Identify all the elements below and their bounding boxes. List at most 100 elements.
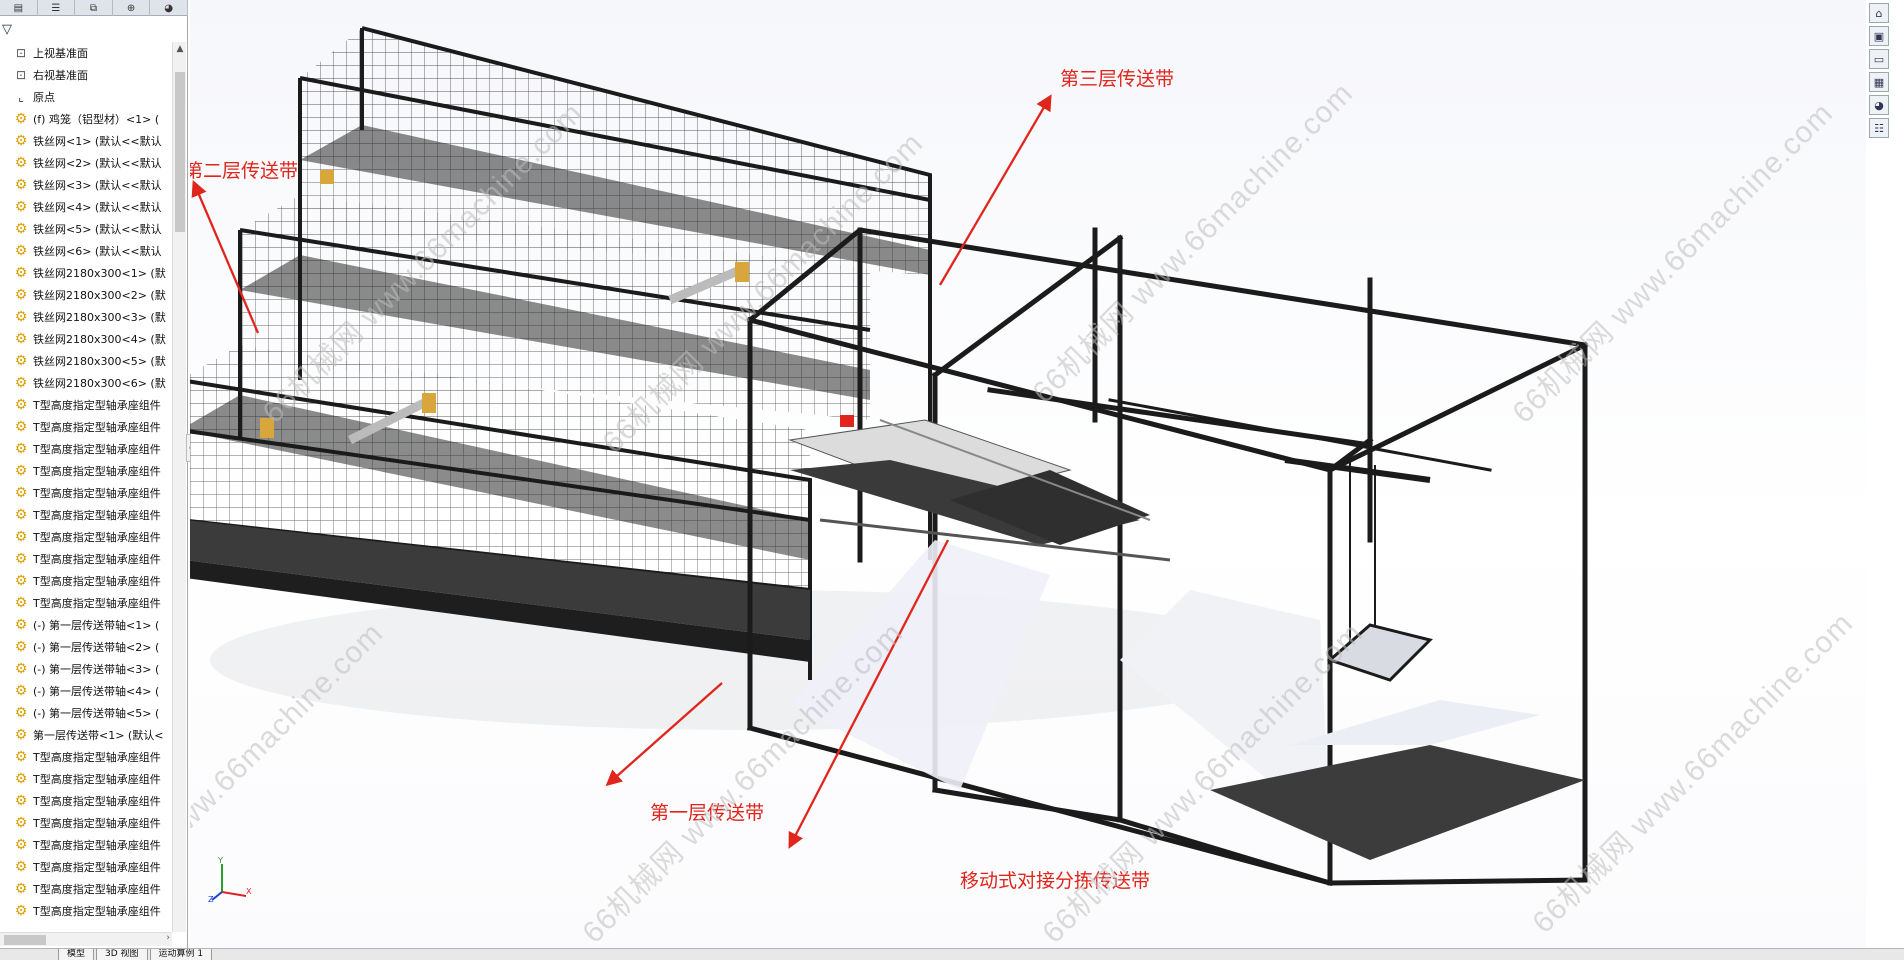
tree-item[interactable]: ⚙(-) 第一层传送带轴<5> ( <box>0 702 172 724</box>
tree-item-label: 上视基准面 <box>33 47 88 60</box>
tree-horizontal-scrollbar[interactable]: › <box>0 932 172 946</box>
tree-item[interactable]: ⚙铁丝网<2> (默认<<默认 <box>0 152 172 174</box>
task-pane-strip: ⌂ ▣ ▭ ▦ ◕ ☷ <box>1868 0 1890 140</box>
scroll-thumb[interactable] <box>175 72 185 232</box>
plane-icon: ⊡ <box>15 46 27 60</box>
tree-item[interactable]: ⚙铁丝网<3> (默认<<默认 <box>0 174 172 196</box>
feature-manager-icon[interactable]: ▤ <box>0 0 38 16</box>
lift-carriage <box>1284 457 1433 682</box>
tree-item-label: 铁丝网<3> (默认<<默认 <box>33 179 162 192</box>
custom-properties-icon[interactable]: ☷ <box>1869 118 1889 138</box>
assembly-component-icon: ⚙ <box>14 727 28 743</box>
tree-item-label: 铁丝网<1> (默认<<默认 <box>33 135 162 148</box>
filter-icon[interactable]: ▽ <box>2 21 12 37</box>
appearance-icon[interactable]: ◕ <box>1869 95 1889 115</box>
display-manager-icon[interactable]: ◕ <box>150 0 188 16</box>
tree-item[interactable]: ⚙铁丝网2180x300<2> (默 <box>0 284 172 306</box>
tree-item[interactable]: ⚙T型高度指定型轴承座组件 <box>0 592 172 614</box>
home-icon[interactable]: ⌂ <box>1869 3 1889 23</box>
feature-manager-toolbar: ▤☰⧉⊕◕ <box>0 0 188 16</box>
assembly-component-icon: ⚙ <box>14 199 28 215</box>
tree-item[interactable]: ⚙T型高度指定型轴承座组件 <box>0 570 172 592</box>
tree-item[interactable]: ⊡ 上视基准面 <box>0 42 172 64</box>
assembly-component-icon: ⚙ <box>14 309 28 325</box>
origin-icon: ⌞ <box>18 90 24 104</box>
tree-item[interactable]: ⚙(-) 第一层传送带轴<4> ( <box>0 680 172 702</box>
tree-item-label: (-) 第一层传送带轴<4> ( <box>33 685 160 698</box>
bottom-tab[interactable]: 模型 <box>58 949 95 960</box>
tree-item[interactable]: ⚙ T型高度指定型轴承座组件 <box>0 394 172 416</box>
tree-item[interactable]: ⚙铁丝网2180x300<5> (默 <box>0 350 172 372</box>
assembly-component-icon: ⚙ <box>14 375 28 391</box>
assembly-component-icon: ⚙ <box>14 837 28 853</box>
bottom-tab[interactable]: 运动算例 1 <box>149 949 213 960</box>
tree-item[interactable]: ⚙铁丝网2180x300<3> (默 <box>0 306 172 328</box>
file-explorer-icon[interactable]: ▭ <box>1869 49 1889 69</box>
coordinate-triad[interactable]: Y X Z <box>208 856 254 902</box>
callout-layer2: 第二层传送带 <box>190 160 299 182</box>
tree-item-label: 右视基准面 <box>33 69 88 82</box>
tree-item[interactable]: ⚙T型高度指定型轴承座组件 <box>0 526 172 548</box>
tree-item-label: T型高度指定型轴承座组件 <box>33 773 161 786</box>
tree-vertical-scrollbar[interactable]: ▲ <box>172 42 186 932</box>
tree-item[interactable]: ⚙(f) 鸡笼（铝型材）<1> ( <box>0 108 172 130</box>
tree-item[interactable]: ⚙(-) 第一层传送带轴<2> ( <box>0 636 172 658</box>
tree-item[interactable]: ⚙ T型高度指定型轴承座组件 <box>0 812 172 834</box>
tree-item[interactable]: ⚙铁丝网2180x300<1> (默 <box>0 262 172 284</box>
dimxpert-icon[interactable]: ⊕ <box>113 0 151 16</box>
assembly-component-icon: ⚙ <box>14 419 28 435</box>
tree-item[interactable]: ⚙铁丝网<6> (默认<<默认 <box>0 240 172 262</box>
bottom-tab[interactable]: 3D 视图 <box>96 949 148 960</box>
hscroll-thumb[interactable] <box>4 935 46 945</box>
tree-item-label: T型高度指定型轴承座组件 <box>33 905 161 918</box>
assembly-component-icon: ⚙ <box>14 397 28 413</box>
view-palette-icon[interactable]: ▦ <box>1869 72 1889 92</box>
graphics-viewport[interactable]: 第三层传送带 第二层传送带 第一层传送带 移动式对接分拣传送带 66机械网 ww… <box>190 0 1866 948</box>
scroll-up-icon[interactable]: ▲ <box>176 44 184 54</box>
tree-item[interactable]: ⊡右视基准面 <box>0 64 172 86</box>
triad-z-label: Z <box>208 895 214 902</box>
tree-item-label: 铁丝网2180x300<1> (默 <box>33 267 166 280</box>
assembly-component-icon: ⚙ <box>14 815 28 831</box>
tree-item[interactable]: ⚙T型高度指定型轴承座组件 <box>0 878 172 900</box>
tree-item-label: 铁丝网2180x300<4> (默 <box>33 333 166 346</box>
tree-item-label: T型高度指定型轴承座组件 <box>33 751 161 764</box>
scroll-right-icon[interactable]: › <box>166 933 170 943</box>
tree-item-label: 铁丝网2180x300<5> (默 <box>33 355 166 368</box>
tree-item[interactable]: ⚙T型高度指定型轴承座组件 <box>0 416 172 438</box>
configuration-manager-icon[interactable]: ⧉ <box>75 0 113 16</box>
tree-item[interactable]: ⚙ T型高度指定型轴承座组件 <box>0 768 172 790</box>
tree-item[interactable]: ⚙第一层传送带<1> (默认< <box>0 724 172 746</box>
tree-item[interactable]: ⚙(-) 第一层传送带轴<1> ( <box>0 614 172 636</box>
tree-item[interactable]: ⚙T型高度指定型轴承座组件 <box>0 900 172 922</box>
tree-item-label: T型高度指定型轴承座组件 <box>33 817 161 830</box>
tree-item[interactable]: ⚙铁丝网<1> (默认<<默认 <box>0 130 172 152</box>
assembly-component-icon: ⚙ <box>14 771 28 787</box>
tree-item-label: T型高度指定型轴承座组件 <box>33 443 161 456</box>
tree-item-label: 铁丝网<6> (默认<<默认 <box>33 245 162 258</box>
assembly-component-icon: ⚙ <box>14 705 28 721</box>
tree-item[interactable]: ⚙T型高度指定型轴承座组件 <box>0 548 172 570</box>
tree-item[interactable]: ⚙铁丝网2180x300<4> (默 <box>0 328 172 350</box>
tree-item[interactable]: ⚙T型高度指定型轴承座组件 <box>0 834 172 856</box>
tree-item[interactable]: ⌞原点 <box>0 86 172 108</box>
tree-item[interactable]: ⚙T型高度指定型轴承座组件 <box>0 482 172 504</box>
tree-item[interactable]: ⚙铁丝网2180x300<6> (默 <box>0 372 172 394</box>
tree-item-label: T型高度指定型轴承座组件 <box>33 597 161 610</box>
tree-item[interactable]: ⚙T型高度指定型轴承座组件 <box>0 438 172 460</box>
tree-item[interactable]: ⚙T型高度指定型轴承座组件 <box>0 746 172 768</box>
tree-item[interactable]: ⚙(-) 第一层传送带轴<3> ( <box>0 658 172 680</box>
tree-item[interactable]: ⚙T型高度指定型轴承座组件 <box>0 790 172 812</box>
resources-icon[interactable]: ▣ <box>1869 26 1889 46</box>
tree-item[interactable]: ⚙铁丝网<5> (默认<<默认 <box>0 218 172 240</box>
tree-item[interactable]: ⚙T型高度指定型轴承座组件 <box>0 856 172 878</box>
assembly-component-icon: ⚙ <box>14 287 28 303</box>
tree-item-label: T型高度指定型轴承座组件 <box>33 399 161 412</box>
tree-item[interactable]: ⚙T型高度指定型轴承座组件 <box>0 504 172 526</box>
tree-item[interactable]: ⚙铁丝网<4> (默认<<默认 <box>0 196 172 218</box>
tree-item[interactable]: ⚙T型高度指定型轴承座组件 <box>0 460 172 482</box>
property-manager-icon[interactable]: ☰ <box>38 0 76 16</box>
tree-item-label: T型高度指定型轴承座组件 <box>33 487 161 500</box>
assembly-component-icon: ⚙ <box>14 551 28 567</box>
callout-arrows <box>191 94 1052 849</box>
